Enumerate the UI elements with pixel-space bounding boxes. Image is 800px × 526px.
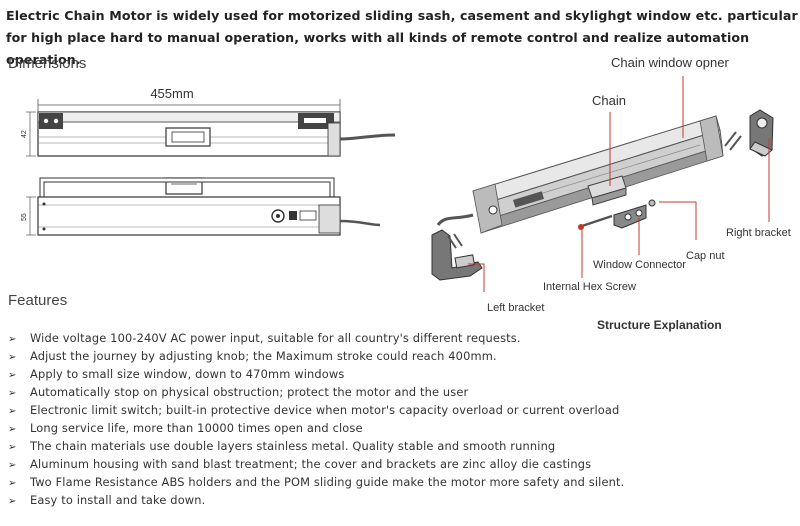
internal-hex-screw-part <box>578 214 613 230</box>
arrow-bullet-icon: ➢ <box>8 388 17 399</box>
cap-nut-part <box>648 199 656 207</box>
label-internal-hex-screw: Internal Hex Screw <box>543 281 636 293</box>
arrow-bullet-icon: ➢ <box>8 496 17 507</box>
feature-item: ➢The chain materials use double layers s… <box>8 437 624 455</box>
structure-diagram: Chain window opner Chain Right bracket C… <box>431 55 791 332</box>
label-chain-window-opener: Chain window opner <box>611 55 729 70</box>
features-heading: Features <box>8 292 68 309</box>
window-connector-part <box>613 204 647 229</box>
top-view-drawing: 42 <box>21 111 396 157</box>
label-cap-nut: Cap nut <box>686 250 725 262</box>
arrow-bullet-icon: ➢ <box>8 442 17 453</box>
right-bracket-part <box>724 109 774 157</box>
label-chain: Chain <box>592 93 626 108</box>
structure-title: Structure Explanation <box>597 318 722 332</box>
feature-item: ➢Easy to install and take down. <box>8 491 624 509</box>
feature-item: ➢Apply to small size window, down to 470… <box>8 365 624 383</box>
arrow-bullet-icon: ➢ <box>8 334 17 345</box>
side-view-drawing: 55 <box>21 177 381 236</box>
label-left-bracket: Left bracket <box>487 302 544 314</box>
arrow-bullet-icon: ➢ <box>8 352 17 363</box>
feature-item: ➢Aluminum housing with sand blast treatm… <box>8 455 624 473</box>
callout-lines <box>468 76 770 292</box>
chain-block <box>587 175 627 206</box>
arrow-bullet-icon: ➢ <box>8 478 17 489</box>
dimensions-heading: Dimensions <box>8 55 87 72</box>
arrow-bullet-icon: ➢ <box>8 406 17 417</box>
side-view-height-label: 55 <box>21 213 28 221</box>
dimension-drawing: 455mm 42 <box>21 86 396 236</box>
features-list: ➢Wide voltage 100-240V AC power input, s… <box>8 329 624 509</box>
feature-item: ➢Automatically stop on physical obstruct… <box>8 383 624 401</box>
top-view-height-label: 42 <box>21 130 28 138</box>
motor-body <box>436 115 724 234</box>
arrow-bullet-icon: ➢ <box>8 370 17 381</box>
intro-paragraph: Electric Chain Motor is widely used for … <box>6 8 798 67</box>
length-dimension-label: 455mm <box>150 86 193 101</box>
feature-item: ➢Electronic limit switch; built-in prote… <box>8 401 624 419</box>
arrow-bullet-icon: ➢ <box>8 424 17 435</box>
left-bracket-part <box>431 229 483 281</box>
label-window-connector: Window Connector <box>593 259 686 271</box>
feature-item: ➢Long service life, more than 10000 time… <box>8 419 624 437</box>
feature-item: ➢Two Flame Resistance ABS holders and th… <box>8 473 624 491</box>
label-right-bracket: Right bracket <box>726 227 791 239</box>
arrow-bullet-icon: ➢ <box>8 460 17 471</box>
feature-item: ➢Wide voltage 100-240V AC power input, s… <box>8 329 624 347</box>
feature-item: ➢Adjust the journey by adjusting knob; t… <box>8 347 624 365</box>
